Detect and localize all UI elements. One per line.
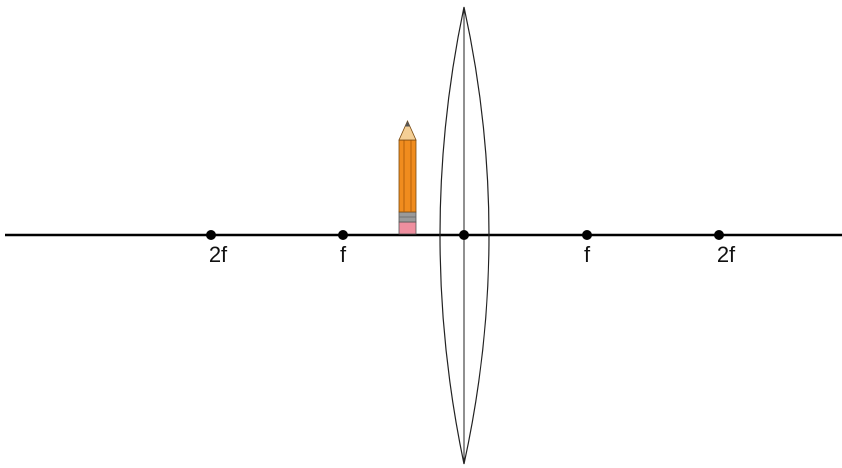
pencil-eraser [398,221,417,235]
pencil-lead [405,121,410,127]
label-right-f: f [584,242,591,267]
point-left-2f [206,230,216,240]
pencil-icon [398,120,417,235]
label-left-f: f [340,242,347,267]
point-right-2f [714,230,724,240]
point-left-f [338,230,348,240]
point-right-f [582,230,592,240]
label-left-2f: 2f [209,242,228,267]
pencil-body [398,139,417,213]
pencil-wood [398,120,417,141]
point-lens-center [459,230,469,240]
label-right-2f: 2f [717,242,736,267]
